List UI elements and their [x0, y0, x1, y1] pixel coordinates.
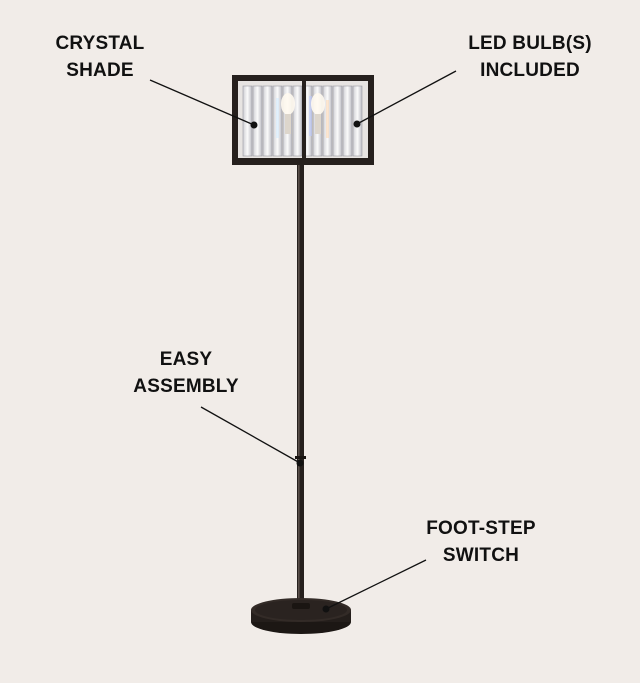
easy-assembly-label-line1: EASY [159, 349, 213, 370]
easy-assembly-label: EASY ASSEMBLY [118, 346, 254, 400]
crystal-shade-label-line2: SHADE [66, 60, 134, 81]
foot-step-switch-leader-line [325, 559, 427, 610]
lamp-pole [295, 165, 306, 605]
foot-step-switch-label-line1: FOOT-STEP [426, 518, 536, 539]
crystal-shade-label: CRYSTAL SHADE [42, 30, 158, 84]
callout-leader-lines [149, 70, 457, 613]
shade-frame [232, 75, 374, 165]
led-bulbs-leader-line [356, 70, 457, 125]
led-bulbs-label-line2: INCLUDED [480, 60, 580, 81]
crystal-shade-leader-line [149, 79, 255, 126]
easy-assembly-leader-line [200, 406, 301, 464]
led-bulbs-label: LED BULB(S) INCLUDED [455, 30, 605, 84]
crystal-shade [232, 75, 374, 165]
easy-assembly-label-line2: ASSEMBLY [133, 376, 239, 397]
crystal-shade-label-line1: CRYSTAL [55, 33, 145, 54]
led-bulbs [281, 93, 325, 134]
led-bulbs-label-line1: LED BULB(S) [468, 33, 592, 54]
lamp-base [251, 598, 351, 634]
foot-step-switch-label-line2: SWITCH [442, 545, 520, 566]
foot-step-switch-label: FOOT-STEP SWITCH [411, 515, 551, 569]
